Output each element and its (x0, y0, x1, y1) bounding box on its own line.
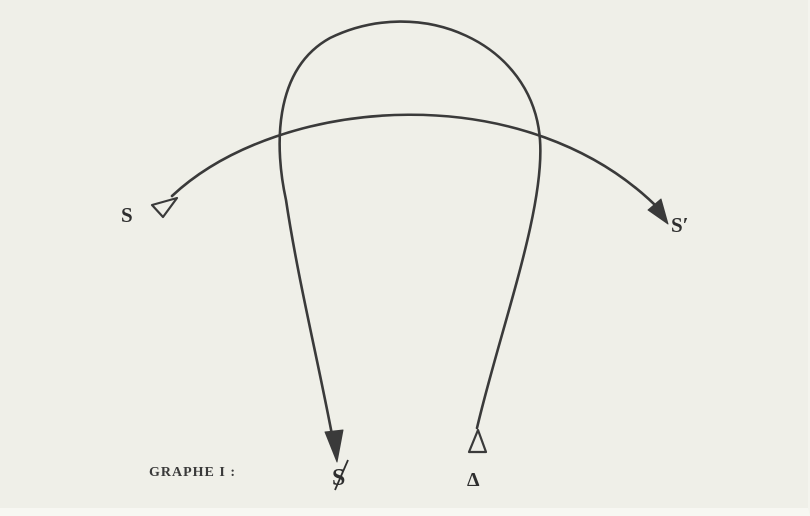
node-s-barred: S (332, 459, 349, 491)
node-s-barred-label: S (332, 465, 345, 491)
delta-source-triangle (467, 428, 488, 454)
s-bar-stroke (334, 459, 349, 491)
s-source-triangle (150, 196, 179, 219)
edge-delta-to-s-barred (278, 20, 542, 442)
figure-caption: GRAPHE I : (149, 465, 236, 480)
arrowhead-s-barred (324, 429, 344, 463)
node-s-label: S (121, 203, 133, 227)
arrowhead-s-prime (647, 198, 669, 225)
node-s-prime-label: S′ (671, 213, 689, 237)
edge-s-to-s-prime (170, 113, 664, 214)
node-delta-label: Δ (467, 469, 480, 491)
